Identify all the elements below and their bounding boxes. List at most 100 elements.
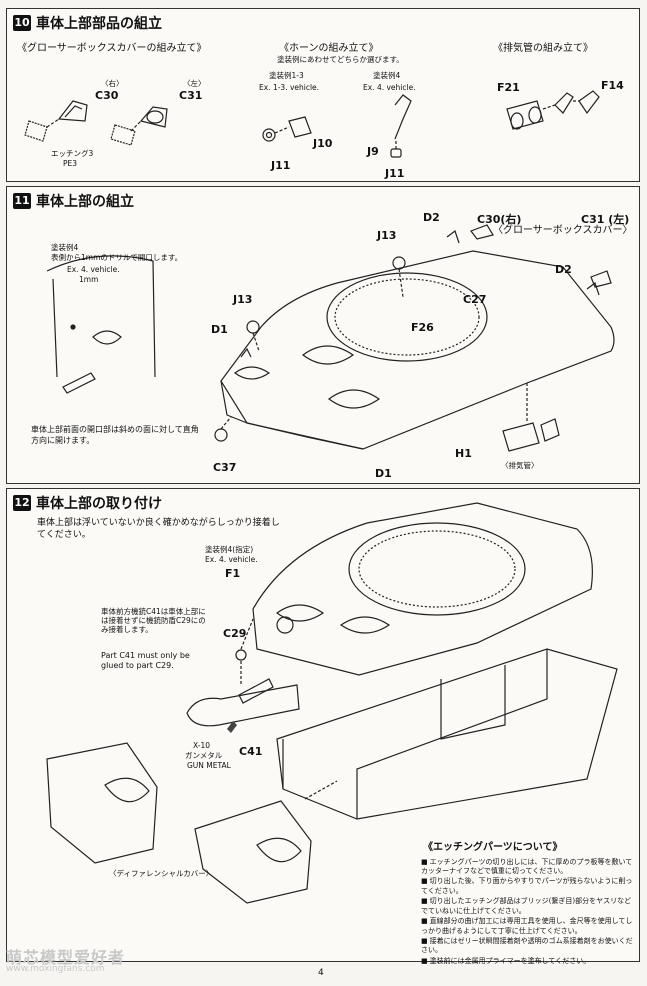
etch3-label: エッチング3 xyxy=(51,149,94,158)
part-c31-label: C31 xyxy=(179,89,203,102)
step-11-header: 11 車体上部の組立 xyxy=(13,191,134,211)
differential-cover-drawing xyxy=(194,800,312,904)
differential-caption: 〈ディファレンシャルカバー〉 xyxy=(109,869,214,878)
step-12-number: 12 xyxy=(13,495,31,511)
horn-variant-a-en: Ex. 1-3. vehicle. xyxy=(259,83,320,92)
pe3-label: PE3 xyxy=(63,159,78,168)
exhaust-f14-drawing xyxy=(554,92,574,114)
warning-en: Part C41 must only be glued to part C29. xyxy=(101,651,190,670)
etching-notes: 《エッチングパーツについて》 エッチングパーツの切り出しには、下に厚めのプラ板等… xyxy=(421,841,635,967)
part-f14-label: F14 xyxy=(601,79,624,92)
part-c29-label: C29 xyxy=(223,627,247,640)
part-c30-label: C30(右) xyxy=(477,213,522,226)
part-j11-label-b: J11 xyxy=(385,167,405,180)
part-d1-label-b: D1 xyxy=(375,467,392,480)
horn-j10-drawing xyxy=(288,116,312,138)
part-j11-label-a: J11 xyxy=(271,159,291,172)
caution-note: 車体上部前面の開口部は斜めの面に対して直角方向に開けます。 xyxy=(31,425,199,445)
differential-cover-left-drawing xyxy=(46,742,158,864)
part-c37-label: C37 xyxy=(213,461,237,474)
step-10-panel: 10 車体上部部品の組立 xyxy=(6,8,640,182)
grouser-cover-right-drawing xyxy=(57,100,88,122)
page-number: 4 xyxy=(318,968,324,978)
exhaust-assembly-drawing xyxy=(502,422,540,452)
etching-item: 塗装前には金属用プライマーを塗布してください。 xyxy=(421,957,635,966)
horn-variant-b: 塗装例4 xyxy=(373,71,401,80)
part-d1-label-a: D1 xyxy=(211,323,228,336)
etching-item: 切り出した後、下り面からやすりでパーツが残らないように削ってください。 xyxy=(421,877,635,896)
paint-note-en: Ex. 4. vehicle. xyxy=(205,555,258,564)
part-d1-drawing xyxy=(240,347,252,358)
gun-label: X-10 xyxy=(193,741,211,750)
watermark-url: www.moxingfans.com xyxy=(6,964,105,974)
part-c30-label: C30 xyxy=(95,89,119,102)
part-f26-label: F26 xyxy=(411,321,434,334)
watermark: 萌芯模型爱好者 xyxy=(6,948,126,967)
step-11-panel: 11 車体上部の組立 xyxy=(6,186,640,484)
step-12-instruction: 車体上部は浮いていないか良く確かめながらしっかり接着してください。 xyxy=(37,518,280,541)
step-11-number: 11 xyxy=(13,193,31,209)
turret-ring-drawing xyxy=(326,272,488,362)
grouser-cover-left-drawing xyxy=(139,106,168,128)
step-10-title: 車体上部部品の組立 xyxy=(36,16,162,32)
part-f21-label: F21 xyxy=(497,81,520,94)
step-10-header: 10 車体上部部品の組立 xyxy=(13,13,162,33)
etching-item: 切り出したエッチング部品はブリッジ(繋ぎ目)部分をヤスリなどでていねいに仕上げて… xyxy=(421,897,635,916)
horn-subtitle: 《ホーンの組み立て》 xyxy=(279,43,379,54)
horn-note: 塗装例にあわせてどちらか選びます。 xyxy=(277,55,404,64)
etching-item: 直線部分の曲げ加工には専用工具を使用し、金尺等を使用してしっかり曲げるようにして… xyxy=(421,917,635,936)
etching-item: 接着にはゼリー状瞬間接着剤や透明のゴム系接着剤をお使いください。 xyxy=(421,937,635,956)
step-12-title: 車体上部の取り付け xyxy=(36,496,162,512)
grouser-left-label: 〈左〉 xyxy=(183,79,206,88)
drill-note-2: 表側から1mmのドリルで開口します。 xyxy=(51,253,183,262)
part-j13-upper-drawing xyxy=(392,256,406,270)
step-11-title: 車体上部の組立 xyxy=(36,194,134,210)
drill-note-1: 塗装例4 xyxy=(51,243,79,252)
grouser-caption: 〈グローサーボックスカバー〉 xyxy=(493,225,633,236)
part-d2-label-a: D2 xyxy=(423,211,440,224)
drill-size: 1mm xyxy=(79,275,99,284)
step-10-drawings xyxy=(24,90,600,158)
part-c41-label: C41 xyxy=(239,745,263,758)
etching-title: 《エッチングパーツについて》 xyxy=(423,842,563,853)
part-d2-label-b: D2 xyxy=(555,263,572,276)
part-c31-label: C31 (左) xyxy=(581,213,630,226)
step-10-number: 10 xyxy=(13,15,31,31)
part-c31-drawing xyxy=(590,270,612,288)
paint-marker-gunmetal xyxy=(227,721,237,733)
drill-note-en: Ex. 4. vehicle. xyxy=(67,265,120,274)
horn-variant-a: 塗装例1-3 xyxy=(269,71,304,80)
part-c41-drawing xyxy=(238,678,274,704)
step-12-drawings xyxy=(46,502,618,904)
step-12-panel: 12 車体上部の取り付け xyxy=(6,488,640,965)
part-d2-right-drawing xyxy=(586,282,600,296)
horn-j9-drawing xyxy=(394,94,412,140)
part-c30-drawing xyxy=(470,224,494,240)
upper-hull-drawing xyxy=(252,502,593,676)
horn-j11-drawing xyxy=(262,128,276,142)
part-h1-label: H1 xyxy=(455,447,472,460)
horn-variant-b-en: Ex. 4. vehicle. xyxy=(363,83,416,92)
paint-note: 塗装例4(指定) xyxy=(205,545,254,554)
grouser-right-label: 〈右〉 xyxy=(101,79,124,88)
part-j13-lower-drawing xyxy=(246,320,260,334)
part-j13-label-b: J13 xyxy=(233,293,253,306)
part-c37-drawing xyxy=(214,428,228,442)
step-11-drawings xyxy=(46,224,615,452)
drill-detail-outline xyxy=(46,255,156,378)
gun-label-en: GUN METAL xyxy=(187,761,231,770)
part-f1-label: F1 xyxy=(225,567,241,580)
part-d2-left-drawing xyxy=(446,230,460,244)
part-j10-label: J10 xyxy=(313,137,333,150)
drill-bit-drawing xyxy=(62,372,96,394)
step-12-header: 12 車体上部の取り付け xyxy=(13,493,162,513)
etching-list: エッチングパーツの切り出しには、下に厚めのプラ板等を敷いてカッターナイフなどで慎… xyxy=(421,858,635,967)
warning-jp: 車体前方機銃C41は車体上部には接着せずに機銃防盾C29にのみ接着します。 xyxy=(101,607,206,634)
track-guard-drawing xyxy=(186,684,300,727)
exhaust-caption: 〈排気管〉 xyxy=(501,461,539,470)
etch-part-drawing xyxy=(24,120,48,142)
part-c27-label: C27 xyxy=(463,293,487,306)
grouser-subtitle: 《グローサーボックスカバーの組み立て》 xyxy=(17,43,207,54)
turret-ring-drawing xyxy=(348,522,526,616)
